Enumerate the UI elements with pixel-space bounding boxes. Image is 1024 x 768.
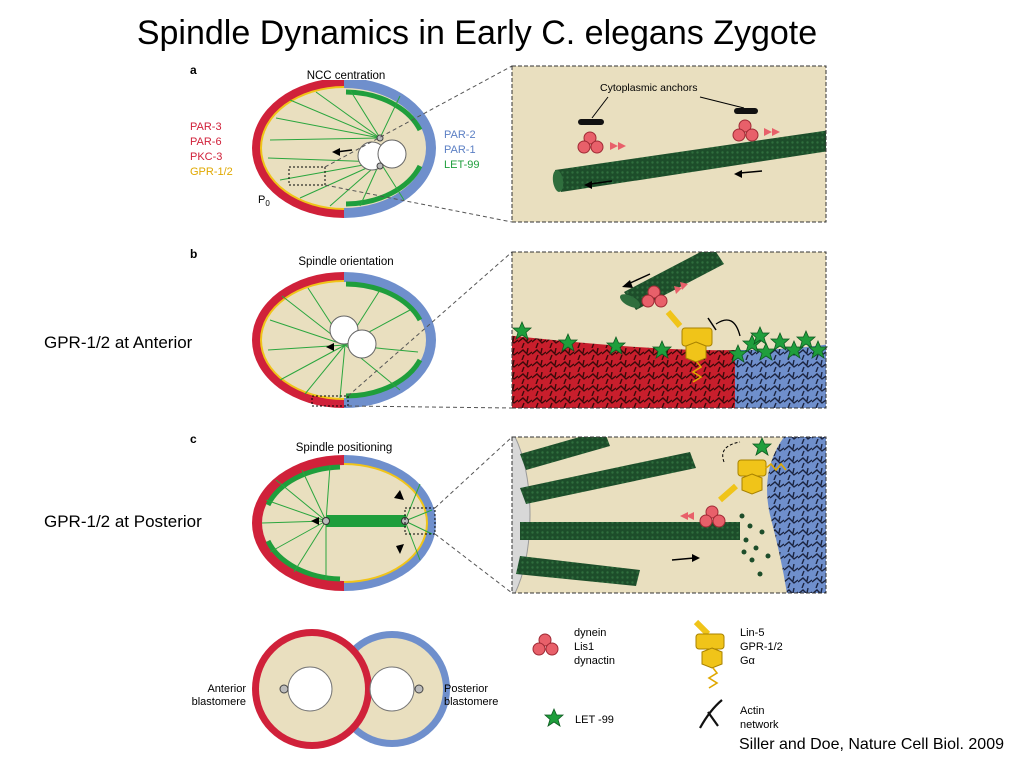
gpr12-label: GPR-1/2 bbox=[190, 166, 233, 178]
let99-label: LET-99 bbox=[444, 159, 479, 171]
lin5-legend-icon bbox=[693, 619, 725, 689]
panel-a-letter: a bbox=[190, 63, 197, 77]
let99-legend-icon bbox=[544, 708, 564, 727]
dynein-legend-icon bbox=[532, 633, 559, 656]
panel-c-cell bbox=[252, 455, 436, 591]
p0-label: P0 bbox=[258, 194, 270, 208]
page-title: Spindle Dynamics in Early C. elegans Zyg… bbox=[136, 14, 818, 52]
let99-legend-label: LET -99 bbox=[575, 714, 614, 726]
panel-a-left-labels: PAR-3 PAR-6 PKC-3 GPR-1/2 bbox=[190, 121, 233, 178]
panel-a-heading: NCC centration bbox=[307, 70, 386, 82]
cytoplasmic-anchors-label: Cytoplasmic anchors bbox=[600, 82, 697, 94]
panel-b-zoom bbox=[511, 251, 828, 409]
posterior-gpr-label: GPR-1/2 at Posterior bbox=[44, 512, 202, 531]
par6-label: PAR-6 bbox=[190, 136, 222, 148]
panel-c-zoom bbox=[511, 436, 827, 594]
panel-b-heading: Spindle orientation bbox=[298, 256, 393, 268]
actin-legend-icon bbox=[699, 699, 723, 729]
par1-label: PAR-1 bbox=[444, 144, 476, 156]
pkc3-label: PKC-3 bbox=[190, 151, 222, 163]
panel-c-letter: c bbox=[190, 432, 197, 446]
citation: Siller and Doe, Nature Cell Biol. 2009 bbox=[738, 736, 1004, 753]
anterior-gpr-label: GPR-1/2 at Anterior bbox=[44, 333, 193, 352]
panel-a-zoom: Cytoplasmic anchors bbox=[511, 65, 827, 223]
panel-a-right-labels: PAR-2 PAR-1 LET-99 bbox=[444, 129, 479, 171]
panel-b-cell bbox=[252, 272, 436, 408]
two-cell-embryo bbox=[252, 629, 450, 749]
panel-a-cell bbox=[252, 80, 436, 218]
panel-b-letter: b bbox=[190, 247, 197, 261]
par3-label: PAR-3 bbox=[190, 121, 222, 133]
panel-c-heading: Spindle positioning bbox=[296, 442, 393, 454]
par2-label: PAR-2 bbox=[444, 129, 476, 141]
